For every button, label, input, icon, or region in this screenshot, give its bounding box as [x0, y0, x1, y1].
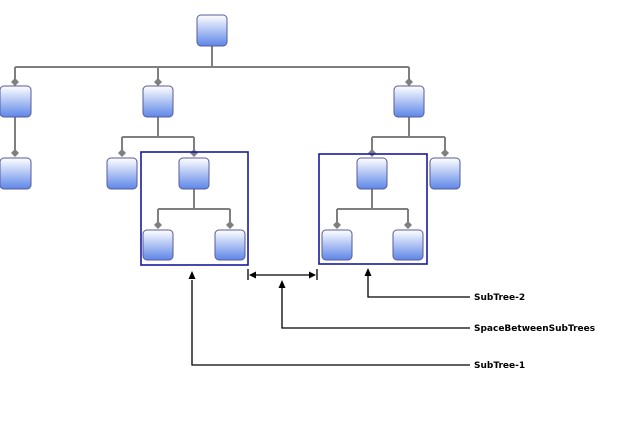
level1-node-left [0, 85, 32, 118]
connectors [14, 46, 446, 226]
subtree1-leader [191, 280, 470, 366]
subtree1-root-node [178, 157, 210, 190]
subtree1-box [140, 151, 249, 266]
level2-node-left [0, 157, 32, 190]
subtree2-arrowhead [364, 268, 372, 276]
level2-node-middle-left [106, 157, 138, 190]
arrow-heads [188, 268, 372, 288]
subtree2-box [318, 153, 428, 265]
subtree1-child-right [214, 229, 246, 261]
subtree2-child-left [321, 229, 353, 261]
level1-node-right [393, 85, 425, 118]
subtree2-root-node [356, 157, 388, 190]
subtree2-leader [367, 275, 470, 298]
space-between-dimension [247, 269, 318, 280]
subtree1-label: SubTree-1 [474, 361, 525, 371]
callout-arrows [191, 275, 470, 366]
root-node [196, 14, 228, 47]
subtree1-arrowhead [188, 271, 196, 279]
level2-node-right [429, 157, 461, 190]
space-between-leader [281, 287, 470, 329]
subtree1-child-left [142, 229, 174, 261]
connector-diamonds [11, 78, 449, 229]
space-between-arrowhead [278, 280, 286, 288]
space-between-label: SpaceBetweenSubTrees [474, 324, 595, 334]
subtree2-label: SubTree-2 [474, 293, 525, 303]
subtree2-child-right [392, 229, 424, 261]
level1-node-middle [142, 85, 174, 118]
tree-nodes [0, 14, 461, 261]
